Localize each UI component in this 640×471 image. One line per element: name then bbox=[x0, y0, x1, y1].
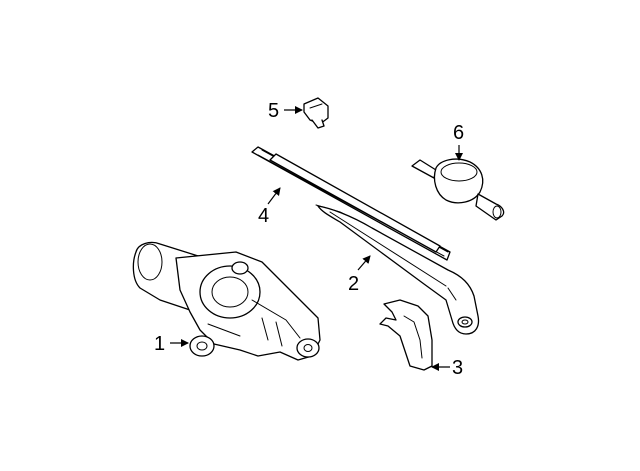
callout-number-6: 6 bbox=[453, 122, 464, 144]
check-valve bbox=[411, 158, 505, 221]
wiper-blade bbox=[251, 146, 451, 261]
callout-number-5: 5 bbox=[268, 100, 279, 122]
callout-1: 1 bbox=[154, 333, 189, 355]
arm-cap bbox=[379, 299, 433, 371]
callout-number-4: 4 bbox=[258, 205, 269, 227]
callout-number-1: 1 bbox=[154, 333, 165, 355]
callout-3: 3 bbox=[431, 357, 463, 379]
wiper-motor bbox=[132, 241, 321, 361]
callout-5: 5 bbox=[268, 100, 303, 122]
washer-nozzle bbox=[303, 97, 329, 129]
wiper-arm bbox=[317, 205, 480, 335]
callout-4: 4 bbox=[258, 187, 281, 227]
callout-2: 2 bbox=[348, 255, 371, 295]
callout-number-3: 3 bbox=[452, 357, 463, 379]
callout-number-2: 2 bbox=[348, 273, 359, 295]
callout-6: 6 bbox=[453, 122, 464, 161]
